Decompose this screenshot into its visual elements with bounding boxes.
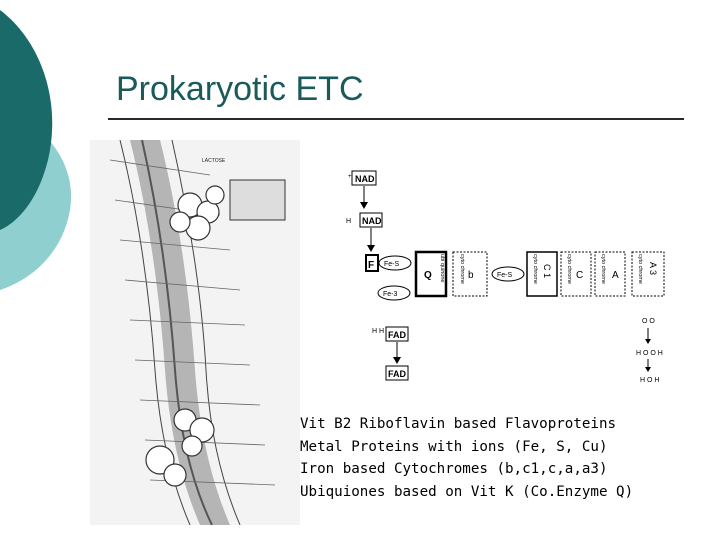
arrow-head-4 xyxy=(645,367,651,372)
hh-upper-label: H H xyxy=(372,328,384,335)
membrane-label-lactose: LACTOSE xyxy=(202,158,226,164)
notes-block: Vit B2 Riboflavin based Flavoproteins Me… xyxy=(300,413,710,503)
flavoprotein-box xyxy=(365,254,379,272)
o-o-label: O O xyxy=(642,318,655,325)
fes-oval-top xyxy=(378,255,412,271)
q-letter: Q xyxy=(424,270,432,281)
h-label: H xyxy=(346,218,351,225)
arrow-head-3 xyxy=(645,339,651,344)
nad-top-label: NAD xyxy=(355,174,375,184)
note-line-2: Metal Proteins with ions (Fe, S, Cu) xyxy=(300,438,608,455)
title-divider xyxy=(108,118,684,120)
cytochrome-c1-label: cyto chrome xyxy=(532,254,538,284)
fes-bottom-label: Fe-3 xyxy=(383,291,398,298)
fes-oval-bottom xyxy=(377,285,411,301)
fad-upper-label: FAD xyxy=(388,330,407,340)
etc-chain-diagram: + NAD H NAD F Fe-S Fe-3 Q ubi quinone cy… xyxy=(346,170,665,384)
dark-teal-shape xyxy=(0,10,53,230)
cytochrome-c-box xyxy=(560,251,592,297)
a3-letter: A 3 xyxy=(648,262,658,275)
ubiquinone-box xyxy=(414,250,448,298)
protein-cluster-bottom xyxy=(145,408,215,487)
fad-box-lower xyxy=(385,365,409,381)
cytochrome-c-label: cyto chrome xyxy=(566,254,572,284)
hoh-label: H O H xyxy=(640,377,659,384)
nad-box-reduced xyxy=(359,212,383,228)
membrane-outer-band xyxy=(130,140,230,525)
fes-oval-middle xyxy=(491,266,525,282)
c-letter: C xyxy=(576,270,583,281)
nad-box-top xyxy=(351,170,377,186)
b-letter: b xyxy=(468,270,474,281)
slide-title: Prokaryotic ETC xyxy=(116,70,364,108)
note-line-1: Vit B2 Riboflavin based Flavoproteins xyxy=(300,416,617,432)
cytochrome-b-label: cyto chrome xyxy=(459,254,465,284)
plus-sign: + xyxy=(348,174,352,180)
note-line-3: Iron based Cytochromes (b,c1,c,a,a3) xyxy=(300,461,608,477)
cytochrome-c1-box xyxy=(526,251,558,297)
note-line-4: Ubiquiones based on Vit K (Co.Enzyme Q) xyxy=(300,483,634,500)
arrow-head-5 xyxy=(393,357,401,364)
cytochrome-a-label: cyto chrome xyxy=(600,254,606,284)
fes-top-label: Fe-S xyxy=(384,261,400,268)
slide-decoration xyxy=(0,10,72,290)
fad-box-upper xyxy=(385,326,409,342)
transport-channel xyxy=(229,179,286,221)
f-box-label: F xyxy=(368,260,374,271)
nad-reduced-label: NAD xyxy=(362,216,382,226)
protein-cluster-top xyxy=(169,185,225,241)
membrane-illustration: LACTOSE xyxy=(90,140,300,525)
c1-letter: C 1 xyxy=(542,264,552,278)
arrow-head-2 xyxy=(367,245,375,252)
cytochrome-b-box xyxy=(452,251,488,297)
a-letter: A xyxy=(612,270,619,281)
cytochrome-a-box xyxy=(594,251,626,297)
hooh-label: H O O H xyxy=(636,350,663,357)
cytochrome-a3-label: cyto chrome xyxy=(637,254,643,284)
cytochrome-a3-box xyxy=(631,251,665,297)
fes-middle-label: Fe-S xyxy=(497,272,513,279)
fad-lower-label: FAD xyxy=(388,369,407,379)
membrane-inner-band xyxy=(141,140,213,525)
arrow-head-1 xyxy=(360,202,368,209)
ubiquinone-label: ubi quinone xyxy=(439,254,445,282)
